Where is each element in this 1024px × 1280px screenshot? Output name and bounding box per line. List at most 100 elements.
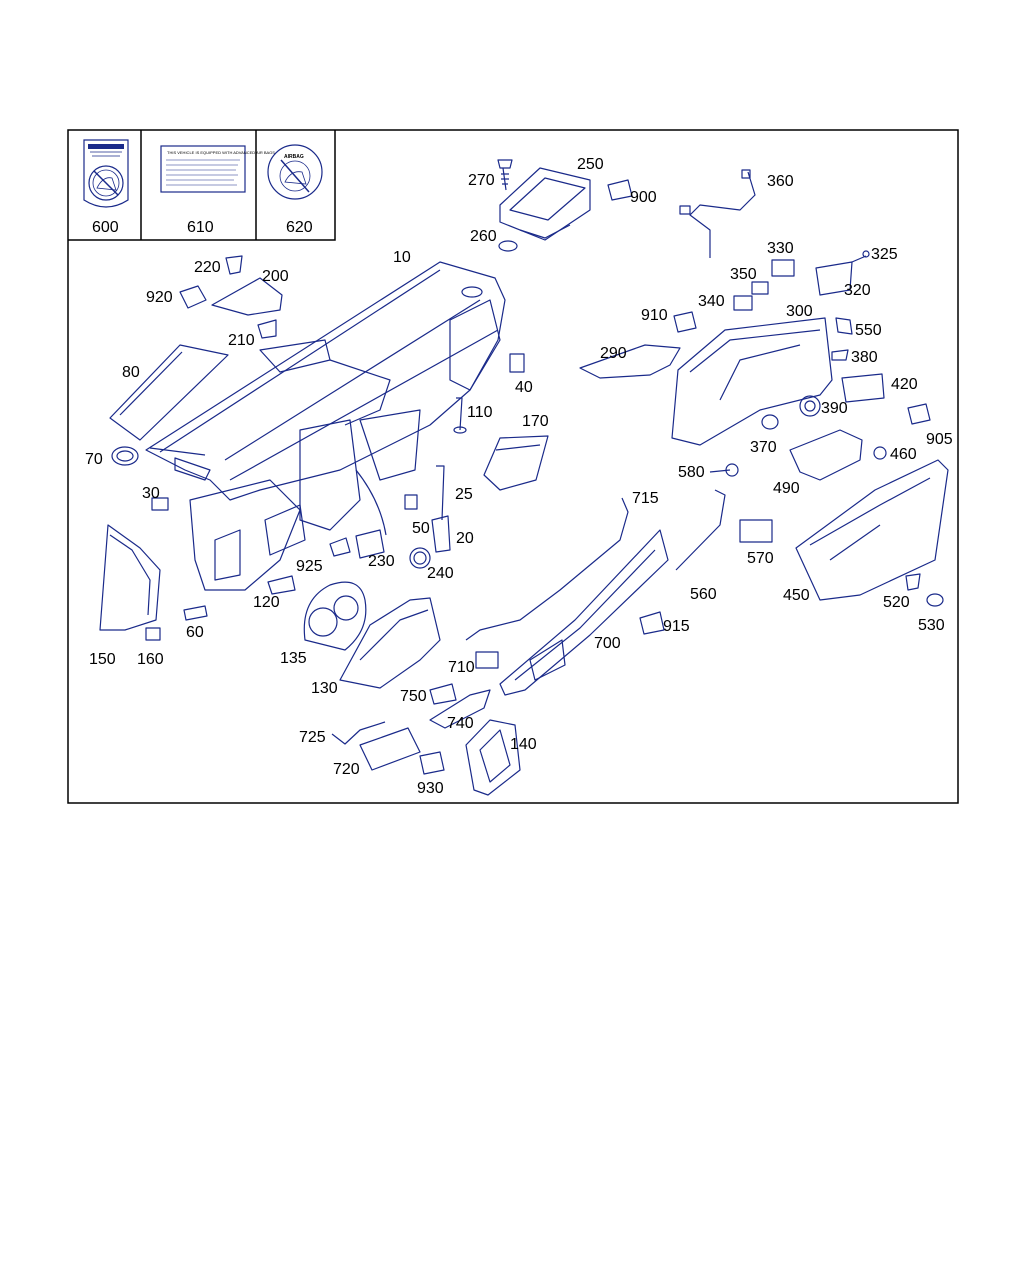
sticker-620-text: AIRBAG bbox=[284, 154, 304, 160]
part-label: 140 bbox=[510, 736, 537, 753]
part-label: 420 bbox=[891, 376, 918, 393]
clip-30 bbox=[151, 497, 169, 511]
part-label: 350 bbox=[730, 266, 757, 283]
part-label: 25 bbox=[455, 486, 473, 503]
tag-930 bbox=[419, 751, 445, 775]
part-550 bbox=[835, 317, 853, 335]
part-220 bbox=[225, 255, 243, 275]
tag-920 bbox=[179, 285, 207, 309]
part-label: 200 bbox=[262, 268, 289, 285]
part-label: 700 bbox=[594, 635, 621, 652]
part-label: 70 bbox=[85, 451, 103, 468]
part-520 bbox=[905, 573, 921, 591]
part-label: 710 bbox=[448, 659, 475, 676]
part-label: 915 bbox=[663, 618, 690, 635]
trim-700 bbox=[499, 529, 669, 696]
part-label: 740 bbox=[447, 715, 474, 732]
part-label: 10 bbox=[393, 249, 411, 266]
part-label: 325 bbox=[871, 246, 898, 263]
part-720 bbox=[359, 727, 421, 771]
part-label: 580 bbox=[678, 464, 705, 481]
part-label: 290 bbox=[600, 345, 627, 362]
part-160 bbox=[145, 627, 161, 641]
vent-70 bbox=[111, 446, 139, 466]
part-710 bbox=[475, 651, 499, 669]
sticker-600-icon bbox=[83, 139, 129, 208]
sticker-610-text: THIS VEHICLE IS EQUIPPED WITH ADVANCED A… bbox=[167, 150, 275, 155]
part-label: 20 bbox=[456, 530, 474, 547]
bolt-580 bbox=[709, 469, 731, 473]
part-label: 560 bbox=[690, 586, 717, 603]
part-60 bbox=[183, 605, 208, 621]
part-label: 110 bbox=[467, 404, 493, 421]
airbag-module-300 bbox=[671, 317, 833, 446]
tag-915 bbox=[639, 611, 665, 635]
label-610: 610 bbox=[187, 219, 214, 236]
part-120 bbox=[267, 575, 296, 595]
glovebox-450 bbox=[795, 459, 949, 601]
part-label: 330 bbox=[767, 240, 794, 257]
part-drawings bbox=[99, 159, 949, 796]
part-740 bbox=[429, 689, 491, 729]
bracket-560 bbox=[675, 489, 726, 571]
part-label: 720 bbox=[333, 761, 360, 778]
part-label: 210 bbox=[228, 332, 255, 349]
part-label: 250 bbox=[577, 156, 604, 173]
part-750 bbox=[429, 683, 457, 705]
clip-460 bbox=[873, 446, 887, 460]
cable-715 bbox=[465, 497, 629, 641]
bracket-490 bbox=[789, 429, 863, 481]
part-label: 270 bbox=[468, 172, 495, 189]
label-620: 620 bbox=[286, 219, 313, 236]
diagram-border bbox=[67, 129, 959, 804]
gear-390 bbox=[799, 395, 821, 417]
tag-900 bbox=[607, 179, 633, 201]
part-label: 60 bbox=[186, 624, 204, 641]
part-20 bbox=[431, 515, 451, 553]
part-label: 130 bbox=[311, 680, 338, 697]
part-label: 50 bbox=[412, 520, 430, 537]
part-label: 260 bbox=[470, 228, 497, 245]
part-200 bbox=[211, 277, 283, 316]
cable-725 bbox=[331, 721, 386, 745]
part-380 bbox=[831, 349, 849, 361]
part-label: 520 bbox=[883, 594, 910, 611]
part-label: 135 bbox=[280, 650, 307, 667]
dashboard-carrier-10 bbox=[145, 261, 506, 591]
panel-80 bbox=[109, 344, 229, 441]
part-labels: 10 20 25 30 40 50 60 70 80 110 120 130 1… bbox=[85, 156, 953, 797]
part-170 bbox=[483, 435, 549, 491]
part-label: 570 bbox=[747, 550, 774, 567]
side-panel-150 bbox=[99, 524, 161, 631]
part-label: 450 bbox=[783, 587, 810, 604]
cable-360 bbox=[689, 171, 756, 258]
part-320 bbox=[815, 261, 853, 296]
part-label: 920 bbox=[146, 289, 173, 306]
tag-925 bbox=[329, 537, 351, 557]
part-140 bbox=[465, 719, 521, 796]
part-325 bbox=[862, 250, 870, 258]
part-label: 490 bbox=[773, 480, 800, 497]
part-label: 460 bbox=[890, 446, 917, 463]
part-label: 30 bbox=[142, 485, 160, 502]
display-250 bbox=[499, 167, 591, 241]
part-label: 925 bbox=[296, 558, 323, 575]
part-label: 220 bbox=[194, 259, 221, 276]
tag-905 bbox=[907, 403, 931, 425]
part-label: 120 bbox=[253, 594, 280, 611]
part-label: 380 bbox=[851, 349, 878, 366]
part-label: 905 bbox=[926, 431, 953, 448]
part-50 bbox=[404, 494, 418, 510]
screw-270 bbox=[497, 159, 513, 191]
part-label: 530 bbox=[918, 617, 945, 634]
part-230 bbox=[355, 529, 385, 559]
part-label: 240 bbox=[427, 565, 454, 582]
cluster-cover-130 bbox=[339, 597, 441, 689]
part-label: 930 bbox=[417, 780, 444, 797]
part-label: 725 bbox=[299, 729, 326, 746]
part-label: 40 bbox=[515, 379, 533, 396]
part-label: 80 bbox=[122, 364, 140, 381]
part-label: 360 bbox=[767, 173, 794, 190]
grommet-260 bbox=[498, 240, 518, 252]
